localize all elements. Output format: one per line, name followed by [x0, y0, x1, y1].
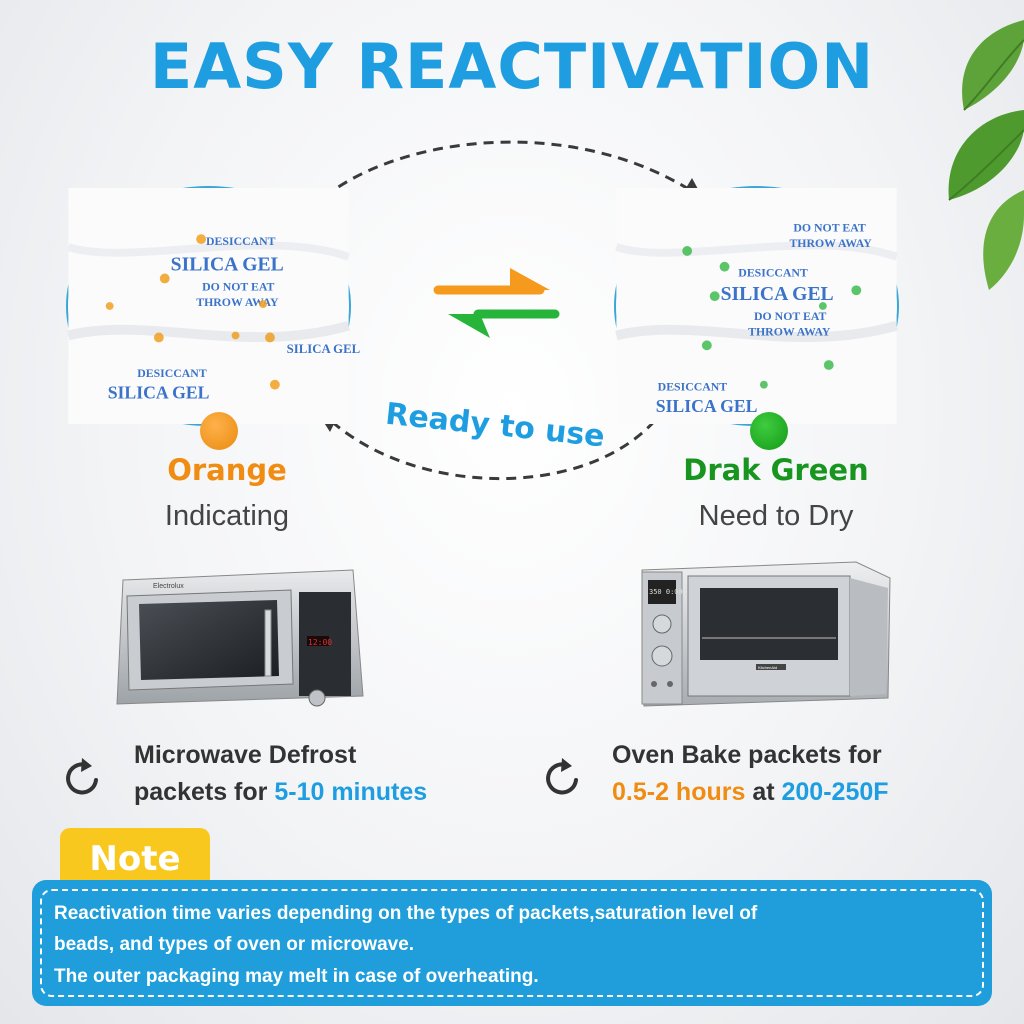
- note-text-line-3: The outer packaging may melt in case of …: [54, 966, 539, 987]
- svg-text:350 0:00: 350 0:00: [649, 588, 683, 596]
- microwave-image: 12:00 Electrolux: [116, 569, 364, 707]
- indicating-label: Indicating: [164, 500, 290, 532]
- svg-text:DO NOT EAT: DO NOT EAT: [202, 279, 274, 293]
- packet-orange-closeup: DESICCANT SILICA GEL DO NOT EAT THROW AW…: [66, 186, 360, 426]
- green-label: Drak Green: [683, 453, 869, 487]
- svg-text:SILICA GEL: SILICA GEL: [656, 396, 758, 416]
- microwave-instruction: Microwave Defrost packets for 5-10 minut…: [134, 737, 427, 811]
- oven-instruction-middle: at: [745, 778, 782, 806]
- microwave-instruction-line1: Microwave Defrost: [134, 741, 357, 769]
- svg-text:SILICA GEL: SILICA GEL: [171, 254, 284, 276]
- leaves-decoration: [948, 20, 1024, 290]
- exchange-icon: [433, 268, 560, 338]
- microwave-instruction-prefix: packets for: [134, 778, 275, 806]
- microwave-instruction-line2: packets for 5-10 minutes: [134, 774, 427, 811]
- svg-text:Electrolux: Electrolux: [153, 583, 184, 590]
- svg-text:DESICCANT: DESICCANT: [658, 380, 728, 394]
- svg-text:SILICA GEL: SILICA GEL: [287, 342, 360, 356]
- svg-text:THROW AWAY: THROW AWAY: [748, 325, 831, 339]
- note-tab: Note: [60, 828, 210, 888]
- orange-indicator-dot: [200, 412, 238, 450]
- oven-temp-highlight: 200-250F: [781, 778, 889, 806]
- need-to-dry-label: Need to Dry: [698, 500, 854, 532]
- orange-label: Orange: [167, 453, 287, 487]
- oven-instruction-line2: 0.5-2 hours at 200-250F: [612, 774, 889, 811]
- svg-text:DESICCANT: DESICCANT: [738, 266, 808, 280]
- note-dashed-border: [40, 889, 984, 997]
- refresh-icon: [66, 758, 98, 795]
- oven-instruction: Oven Bake packets for 0.5-2 hours at 200…: [612, 737, 889, 811]
- page-title: EASY REACTIVATION: [149, 30, 875, 103]
- svg-text:DESICCANT: DESICCANT: [137, 366, 207, 380]
- note-text-line-1: Reactivation time varies depending on th…: [54, 903, 758, 924]
- svg-text:KitchenAid: KitchenAid: [758, 665, 777, 670]
- note-text-line-2: beads, and types of oven or microwave.: [54, 934, 415, 955]
- oven-instruction-line1: Oven Bake packets for: [612, 741, 882, 769]
- ready-to-use-label: Ready to use: [383, 396, 607, 455]
- svg-text:THROW AWAY: THROW AWAY: [196, 295, 279, 309]
- microwave-time-highlight: 5-10 minutes: [274, 778, 428, 806]
- svg-text:DESICCANT: DESICCANT: [206, 234, 276, 248]
- refresh-icon: [546, 758, 578, 795]
- svg-text:DO NOT EAT: DO NOT EAT: [793, 220, 865, 234]
- svg-text:12:00: 12:00: [308, 638, 332, 647]
- svg-text:DO NOT EAT: DO NOT EAT: [754, 309, 826, 323]
- svg-text:SILICA GEL: SILICA GEL: [108, 382, 210, 402]
- svg-text:THROW AWAY: THROW AWAY: [789, 236, 872, 250]
- toaster-oven-image: 350 0:00 KitchenAid: [641, 561, 891, 707]
- green-indicator-dot: [750, 412, 788, 450]
- svg-text:SILICA GEL: SILICA GEL: [721, 283, 834, 305]
- oven-time-highlight: 0.5-2 hours: [612, 778, 746, 806]
- note-box: [32, 880, 992, 1006]
- packet-green-closeup: DESICCANT SILICA GEL DO NOT EAT THROW AW…: [614, 186, 899, 426]
